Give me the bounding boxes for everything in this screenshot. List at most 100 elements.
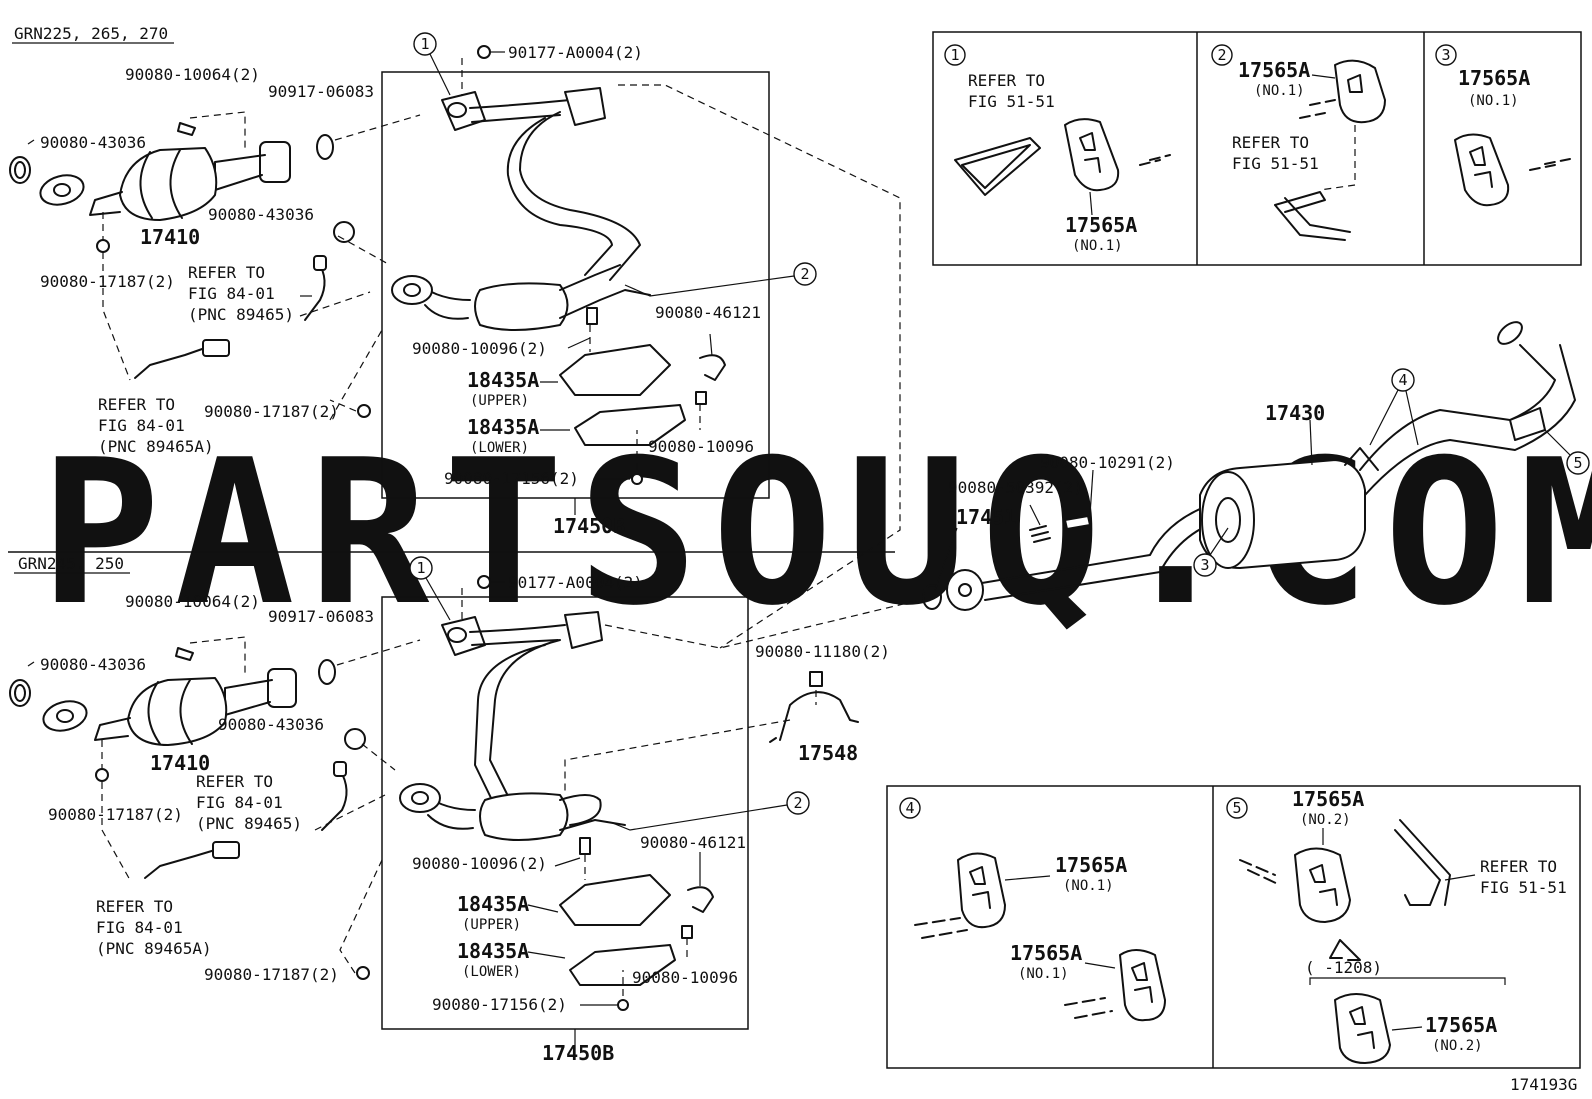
label-bolt-single: 90080-10096 [648,437,754,456]
gasket-ring-icon [9,156,31,184]
label-insulator-lower-sub: (LOWER) [470,440,529,456]
gasket-ring-icon [9,679,31,707]
label-gasket-mid: 90080-43036 [208,205,314,224]
label-bracket: 17548 [798,741,858,765]
detail-panel-bottom [886,785,1581,1069]
label-part: 17565A [1458,66,1530,90]
heat-insulator-upper-icon [559,344,671,396]
rubber-hanger-icon [957,852,1006,929]
label-front-pipe: 17410 [150,751,210,775]
nut-icon [357,404,371,418]
nut-icon [631,473,643,485]
callout-1: 1 [409,556,433,580]
label-bolt-insulator: 90080-10096(2) [412,339,547,358]
label-refer-2: FIG 51-51 [968,92,1055,111]
hanger-rod-icon [1274,197,1351,241]
label-refer-1: REFER TO [1480,857,1557,876]
label-nut-top: 90177-A0004(2) [508,43,643,62]
label-nut-insulator: 90080-17156(2) [432,995,567,1014]
label-gasket-upper: 90917-06083 [268,82,374,101]
label-clamp: 90080-46121 [655,303,761,322]
diagram-code: 174193G [1510,1075,1577,1094]
bolt-icon [175,647,194,661]
rubber-hanger-icon [1334,993,1391,1064]
label-refer-a-2: FIG 84-01 [196,793,283,812]
label-refer-2: FIG 51-51 [1480,878,1567,897]
label-part: 17565A [1065,213,1137,237]
nut-icon [477,45,491,59]
nut-icon [356,966,370,980]
label-insulator-upper-sub: (UPPER) [470,393,529,409]
svg-text:2: 2 [793,794,802,812]
label-nut-bottom: 90080-17187(2) [204,965,339,984]
muffler-section: 4 5 3 17430 90080-10291(2) 90080-50392(2… [922,321,1590,611]
callout-2: 2 [793,262,817,286]
detail-3: 3 17565A (NO.1) [1435,44,1571,207]
label-part-a: 17565A [1055,853,1127,877]
nut-icon [617,999,629,1011]
oxygen-sensor-a-icon [321,769,348,831]
svg-text:1: 1 [950,46,959,64]
label-refer-b-2: FIG 84-01 [98,416,185,435]
gasket-ring-icon [922,584,942,610]
clamp-icon [699,354,726,381]
label-part-bottom: 17565A [1425,1013,1497,1037]
label-assembly: 17450B [553,514,625,538]
heat-insulator-lower-icon [574,404,686,446]
label-gasket-mid: 90080-43036 [218,715,324,734]
label-flange-bolt: 90080-10064(2) [125,65,260,84]
detail-5: 5 17565A (NO.2) REFER TO FIG 51-51 ( -12… [1226,787,1567,1064]
label-refer-b-3: (PNC 89465A) [98,437,214,456]
label-date-range: ( -1208) [1305,958,1382,977]
detail-panel-top [932,31,1582,266]
oxygen-sensor-b-icon [134,347,206,379]
heat-insulator-upper-icon [559,874,671,926]
rubber-hanger-icon [1454,133,1510,207]
y-pipe-drawing [399,611,626,841]
label-refer-b-1: REFER TO [98,395,175,414]
label-sub: (NO.1) [1468,93,1519,109]
bolt-icon [579,837,591,855]
bolt-icon [695,391,707,405]
y-pipe-drawing [391,87,651,331]
label-sub-b: (NO.1) [1018,966,1069,982]
svg-text:2: 2 [1217,46,1226,64]
label-insulator-lower: 18435A [457,939,529,963]
label-bolt-single: 90080-10096 [632,968,738,987]
bracket-icon [769,691,859,743]
label-insulator-upper: 18435A [457,892,529,916]
label-refer-a-3: (PNC 89465) [196,814,302,833]
hanger-rod-icon [1394,829,1441,906]
label-gasket-upper: 90917-06083 [268,607,374,626]
gasket-ring-icon [333,221,355,243]
label-insulator-lower: 18435A [467,415,539,439]
label-refer-b-1: REFER TO [96,897,173,916]
label-sub-top: (NO.2) [1300,812,1351,828]
label-gasket-left: 90080-43036 [40,133,146,152]
label-tail-pipe: 17430 [1265,401,1325,425]
rubber-hanger-icon [1064,118,1120,192]
label-assembly: 17450B [542,1041,614,1065]
label-refer-1: REFER TO [968,71,1045,90]
label-flange-bolt: 90080-10064(2) [125,592,260,611]
label-sub: (NO.1) [1254,83,1305,99]
arrow-icon [1329,939,1361,961]
label-part-top: 17565A [1292,787,1364,811]
gasket-ring-icon [316,134,334,160]
bottom-section: GRN245, 250 [9,554,921,1065]
bolt-icon [1064,515,1091,530]
bolt-icon [586,307,598,325]
label-insulator-upper: 18435A [467,368,539,392]
svg-text:2: 2 [800,265,809,283]
label-sub-bottom: (NO.2) [1432,1038,1483,1054]
svg-text:1: 1 [416,559,425,577]
gasket-ring-icon [344,728,366,750]
model-label: GRN245, 250 [18,554,124,573]
assembly-box [381,596,749,1030]
svg-text:5: 5 [1573,454,1582,472]
label-refer-b-2: FIG 84-01 [96,918,183,937]
label-refer-1: REFER TO [1232,133,1309,152]
svg-text:4: 4 [905,799,914,817]
label-insulator-lower-sub: (LOWER) [462,964,521,980]
